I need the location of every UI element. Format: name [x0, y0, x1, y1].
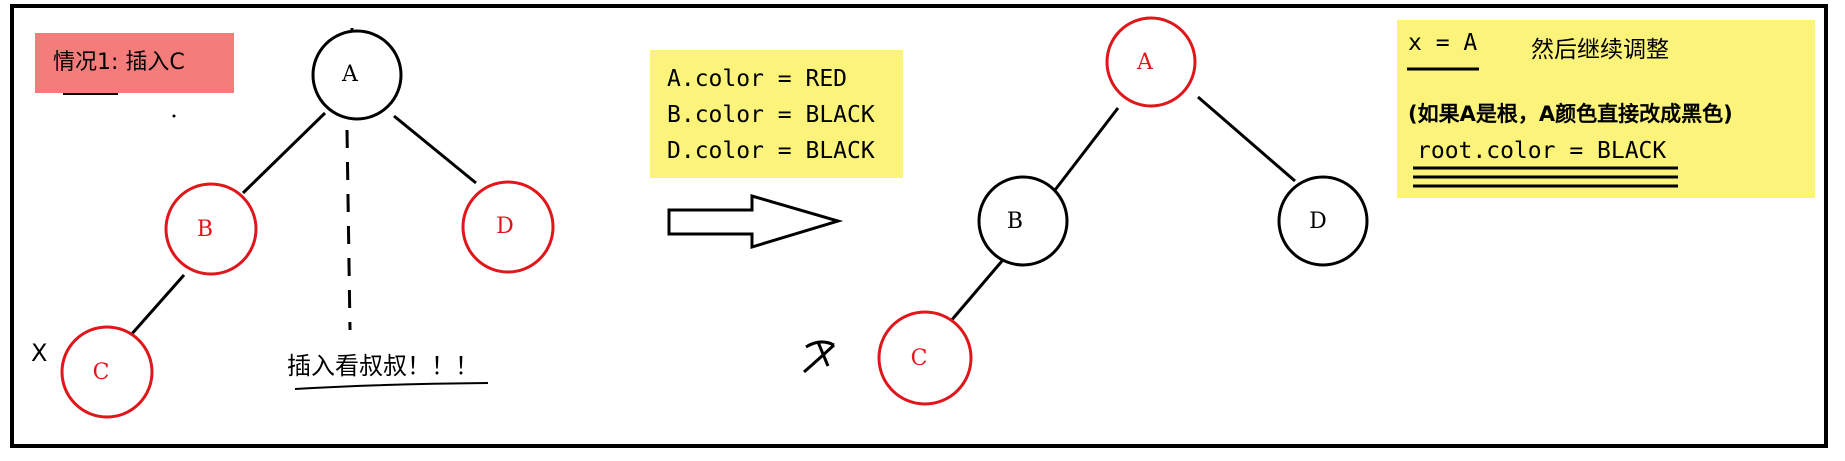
- assignment-line: D.color = BLACK: [667, 138, 875, 164]
- diagram-frame: [10, 4, 1828, 448]
- assignment-box: A.color = RED B.color = BLACK D.color = …: [650, 50, 903, 178]
- dashed-line: [345, 129, 352, 331]
- node-b-after: B: [977, 175, 1069, 267]
- node-a-after: A: [1105, 16, 1197, 108]
- underline: [294, 382, 489, 390]
- x-label: X: [31, 339, 48, 367]
- transform-arrow: [667, 194, 844, 250]
- root-note: (如果A是根，A颜色直接改成黑色): [1408, 102, 1733, 126]
- svg-text:B: B: [1007, 209, 1023, 234]
- tree-edge: [1197, 95, 1296, 183]
- svg-text:A: A: [341, 62, 359, 87]
- tree-edge: [1053, 107, 1120, 191]
- svg-text:C: C: [911, 346, 928, 371]
- dot: [172, 114, 176, 118]
- root-code: root.color = BLACK: [1417, 138, 1667, 164]
- svg-text:D: D: [496, 214, 514, 239]
- node-d-before: D: [461, 180, 555, 274]
- svg-text:B: B: [197, 217, 213, 242]
- node-c-before: C: [60, 325, 154, 419]
- svg-text:D: D: [1309, 209, 1327, 234]
- uncle-note: 插入看叔叔！！！: [287, 352, 479, 380]
- assignment-line: A.color = RED: [667, 66, 848, 92]
- result-assign: x = A: [1408, 30, 1478, 56]
- result-note: 然后继续调整: [1531, 37, 1669, 63]
- tree-edge: [241, 111, 327, 195]
- tree-edge: [948, 260, 1004, 323]
- svg-text:A: A: [1136, 50, 1154, 75]
- tree-edge: [128, 274, 186, 337]
- svg-text:C: C: [93, 360, 110, 385]
- node-c-after: C: [877, 310, 973, 406]
- node-b-before: B: [164, 182, 258, 276]
- case-label: 情况1: 插入C: [35, 33, 234, 93]
- node-d-after: D: [1277, 175, 1369, 267]
- assignment-line: B.color = BLACK: [667, 102, 875, 128]
- handwritten-x-mark: [803, 340, 836, 374]
- node-a-before: A: [311, 29, 403, 121]
- tree-edge: [393, 114, 477, 185]
